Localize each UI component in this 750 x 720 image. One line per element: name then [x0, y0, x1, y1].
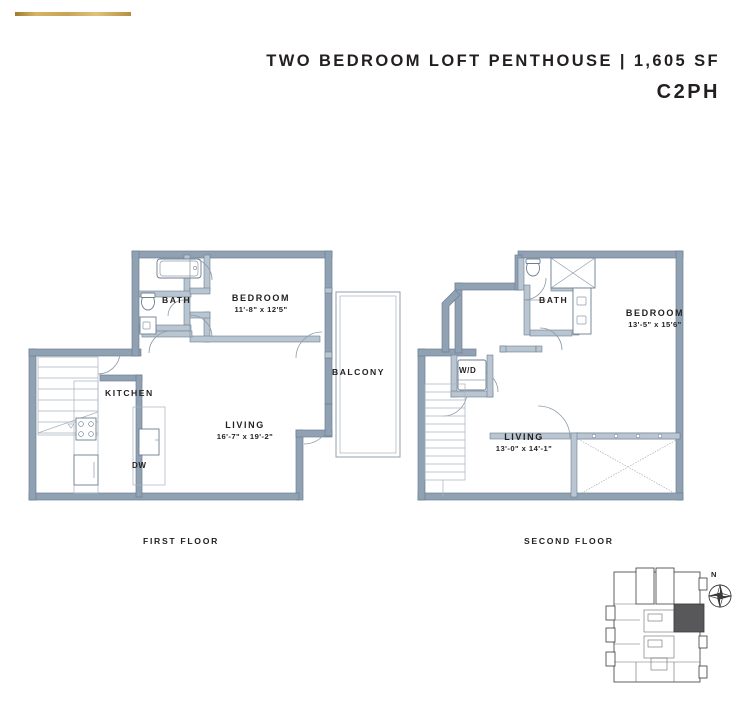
- open-to-below: [570, 432, 681, 498]
- stair-second-floor: [424, 383, 466, 497]
- room-label-bath-first: BATH: [162, 295, 192, 305]
- header: TWO BEDROOM LOFT PENTHOUSE | 1,605 SF C2…: [266, 52, 720, 102]
- key-plan-svg: [605, 567, 733, 683]
- gold-accent-rule: [15, 12, 131, 16]
- room-name: LIVING: [225, 420, 265, 430]
- room-label-living-first: LIVING 16'-7" x 19'-2": [185, 420, 305, 442]
- room-name: BEDROOM: [231, 293, 291, 303]
- room-name: BEDROOM: [625, 308, 685, 318]
- key-plan-highlight: [673, 603, 705, 633]
- room-dimensions: 13'-0" x 14'-1": [495, 444, 553, 454]
- room-label-bedroom-first: BEDROOM 11'-8" x 12'5": [200, 293, 322, 315]
- appliance-label-dishwasher: DW: [132, 461, 147, 470]
- appliance-label-washer-dryer: W/D: [459, 366, 477, 375]
- room-label-kitchen: KITCHEN: [105, 388, 154, 398]
- unit-code: C2PH: [656, 80, 720, 103]
- room-label-bath-second: BATH: [539, 295, 569, 305]
- second-floor-plan: [417, 250, 684, 501]
- stair-first-floor: [37, 356, 99, 436]
- room-label-living-second: LIVING 13'-0" x 14'-1": [465, 432, 583, 454]
- room-label-bedroom-second: BEDROOM 13'-5" x 15'6": [595, 308, 715, 330]
- key-plan: [596, 562, 746, 694]
- page-title: TWO BEDROOM LOFT PENTHOUSE | 1,605 SF: [266, 52, 720, 70]
- room-name: LIVING: [504, 432, 544, 442]
- second-floor-caption: SECOND FLOOR: [524, 536, 614, 546]
- first-floor-caption: FIRST FLOOR: [143, 536, 219, 546]
- first-floor-plan: [28, 250, 401, 501]
- room-dimensions: 11'-8" x 12'5": [234, 305, 288, 315]
- room-label-balcony: BALCONY: [332, 367, 385, 377]
- room-dimensions: 13'-5" x 15'6": [628, 320, 682, 330]
- compass-north-label: N: [711, 570, 717, 579]
- compass-rose: [707, 583, 733, 609]
- room-dimensions: 16'-7" x 19'-2": [216, 432, 274, 442]
